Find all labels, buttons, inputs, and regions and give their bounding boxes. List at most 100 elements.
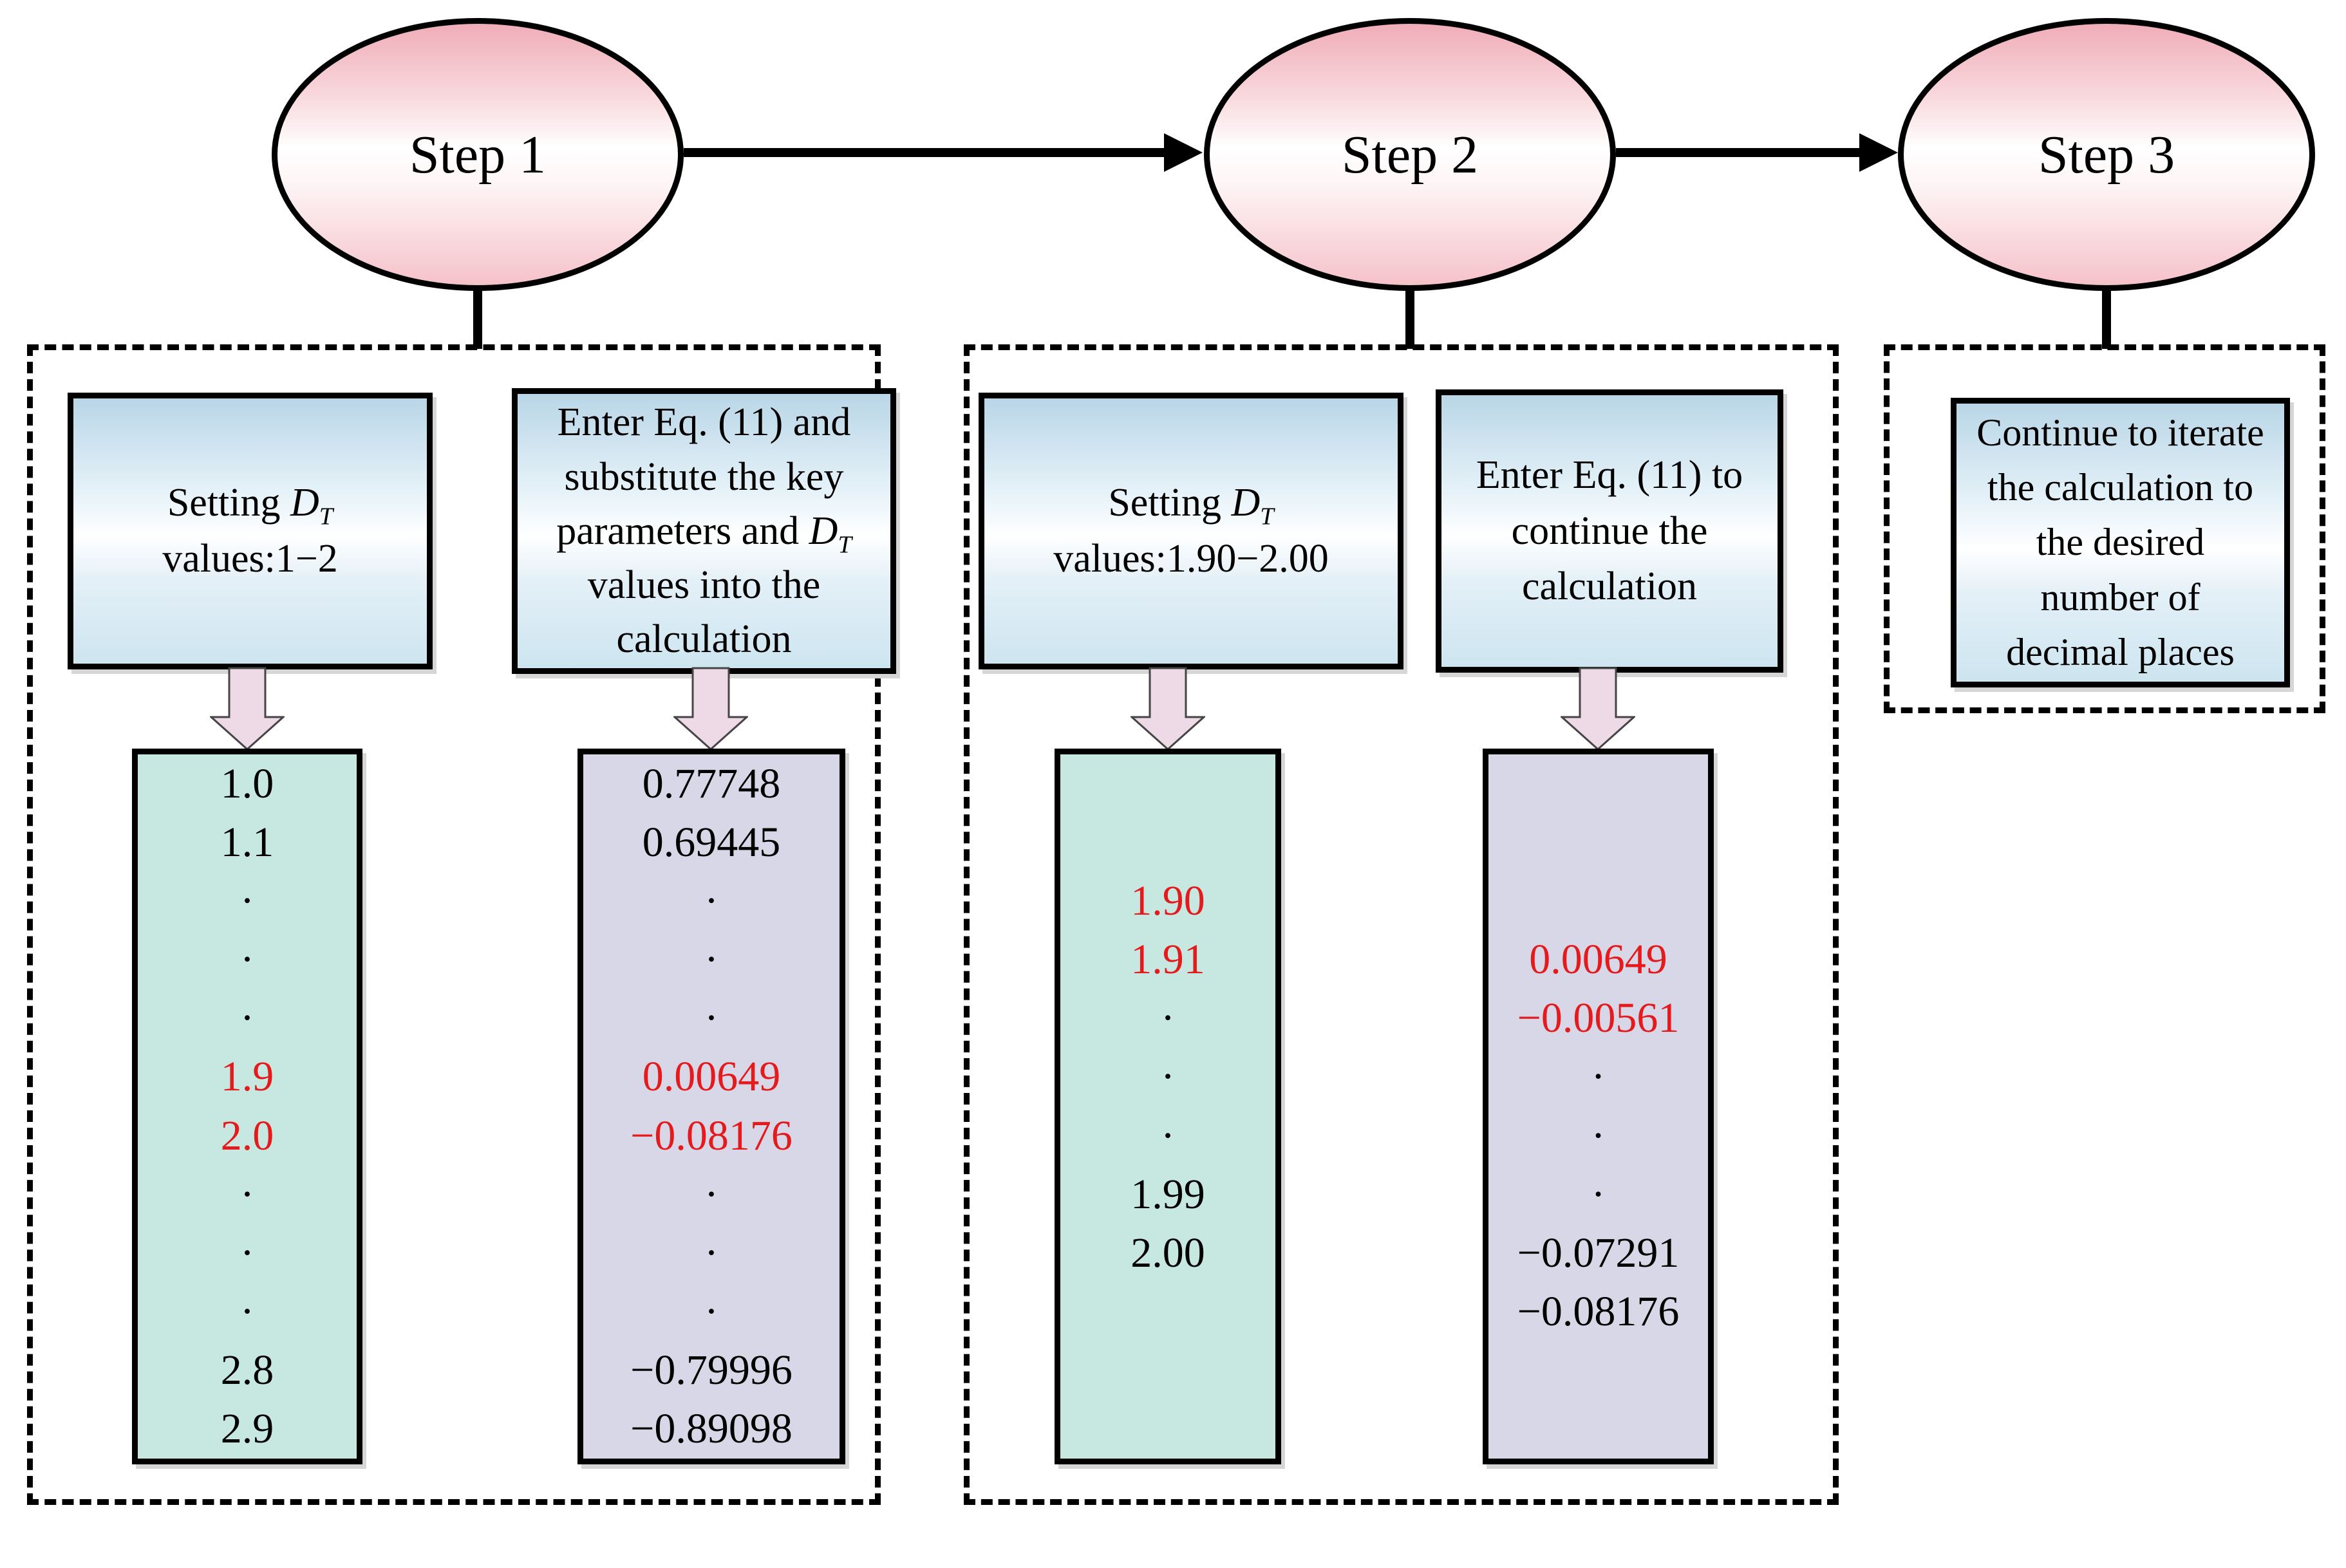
list-row [1060, 1283, 1275, 1341]
dt-variable: D [1231, 481, 1261, 525]
list-row: 0.69445 [642, 818, 781, 866]
dt-subscript: T [838, 531, 852, 559]
list-row: 1.9 [220, 1053, 274, 1101]
list-row: 2.8 [220, 1347, 274, 1394]
text-line: values into the [587, 563, 821, 608]
list-row: · [1161, 1053, 1175, 1101]
text-line: substitute the key [564, 454, 844, 499]
step2-calculation-results-list: 0.00649 −0.00561 · · · −0.07291 −0.08176 [1483, 749, 1714, 1464]
list-row: −0.08176 [1517, 1288, 1680, 1336]
list-row: 2.0 [220, 1112, 274, 1159]
text-segment: Setting [1108, 481, 1232, 525]
list-row: 0.77748 [642, 760, 781, 807]
step1-calculation-results-list: 0.77748 0.69445 · · · 0.00649 −0.08176 ·… [577, 749, 845, 1464]
list-row: 1.90 [1131, 877, 1205, 924]
list-row: −0.08176 [630, 1112, 793, 1159]
list-row [1060, 1341, 1275, 1400]
step3-connector-line [2102, 288, 2111, 349]
step2-dt-values-list: 1.90 1.91 · · · 1.99 2.00 [1055, 749, 1281, 1464]
text-line: continue the [1511, 509, 1708, 553]
text-segment: parameters and [556, 509, 809, 553]
text-line: values:1.90−2.00 [1053, 537, 1329, 581]
list-row: 1.91 [1131, 936, 1205, 984]
list-row [1060, 754, 1275, 813]
text-line: Setting DT [1108, 475, 1273, 531]
list-row: · [704, 877, 718, 924]
step1-dashed-container [27, 344, 881, 1505]
text-line: decimal places [2006, 630, 2235, 673]
list-row: · [240, 1288, 254, 1336]
text-line: calculation [616, 617, 792, 662]
down-arrow-icon [1131, 667, 1205, 751]
arrow-step1-to-step2-line [684, 148, 1165, 157]
list-row: · [704, 1170, 718, 1218]
step2-enter-equation-box: Enter Eq. (11) to continue the calculati… [1436, 389, 1783, 673]
step2-label: Step 2 [1341, 124, 1479, 185]
text-line: the desired [2036, 521, 2205, 564]
list-row: −0.07291 [1517, 1229, 1680, 1276]
step3-label: Step 3 [2038, 124, 2175, 185]
step1-label: Step 1 [409, 124, 547, 185]
list-row [1488, 813, 1708, 872]
list-row: · [704, 994, 718, 1042]
arrow-step1-to-step2-head-icon [1164, 133, 1203, 172]
list-row: · [704, 936, 718, 984]
text-line: calculation [1522, 565, 1697, 609]
list-row: 1.1 [220, 818, 274, 866]
text-line: number of [2040, 575, 2201, 619]
step1-setting-box: Setting DT values:1−2 [68, 393, 433, 669]
list-row: −0.89098 [630, 1405, 793, 1453]
list-row: · [1161, 1112, 1175, 1159]
dt-variable: D [809, 509, 838, 553]
list-row: 1.0 [220, 760, 274, 807]
list-row [1488, 1341, 1708, 1400]
list-row: · [240, 994, 254, 1042]
dt-subscript: T [1260, 503, 1274, 530]
dt-subscript: T [319, 503, 333, 530]
list-row [1488, 1400, 1708, 1459]
list-row: −0.00561 [1517, 994, 1680, 1042]
step1-connector-line [473, 288, 482, 349]
text-line: Enter Eq. (11) to [1476, 453, 1743, 497]
text-segment: Setting [167, 481, 291, 525]
list-row: 2.00 [1131, 1229, 1205, 1276]
list-row [1060, 813, 1275, 872]
list-row: 2.9 [220, 1405, 274, 1453]
list-row: · [704, 1229, 718, 1276]
list-row [1488, 872, 1708, 930]
text-line: the calculation to [1987, 466, 2254, 509]
step2-setting-box: Setting DT values:1.90−2.00 [979, 393, 1403, 669]
list-row: 0.00649 [1529, 936, 1667, 984]
text-line: Enter Eq. (11) and [557, 400, 851, 445]
dt-variable: D [290, 481, 319, 525]
list-row: · [240, 1229, 254, 1276]
list-row: · [1591, 1170, 1606, 1218]
step1-enter-equation-box: Enter Eq. (11) and substitute the key pa… [512, 388, 896, 674]
list-row: · [240, 1170, 254, 1218]
step1-dt-values-list: 1.0 1.1 · · · 1.9 2.0 · · · 2.8 2.9 [132, 749, 362, 1464]
down-arrow-icon [1561, 667, 1635, 751]
list-row: −0.79996 [630, 1347, 793, 1394]
step3-ellipse: Step 3 [1898, 18, 2315, 291]
step2-ellipse: Step 2 [1204, 18, 1616, 291]
arrow-step2-to-step3-head-icon [1859, 133, 1898, 172]
list-row: 1.99 [1131, 1170, 1205, 1218]
down-arrow-icon [210, 667, 285, 751]
list-row: · [240, 877, 254, 924]
down-arrow-icon [673, 667, 748, 751]
list-row [1488, 754, 1708, 813]
list-row: 0.00649 [642, 1053, 781, 1101]
step2-dashed-container [964, 344, 1839, 1505]
step2-connector-line [1405, 288, 1414, 349]
text-line: parameters and DT [556, 504, 852, 558]
text-line: Continue to iterate [1976, 411, 2264, 454]
list-row: · [1161, 994, 1175, 1042]
step3-continue-box: Continue to iterate the calculation to t… [1951, 398, 2290, 687]
list-row [1060, 1400, 1275, 1459]
arrow-step2-to-step3-line [1616, 148, 1861, 157]
list-row: · [704, 1288, 718, 1336]
text-line: Setting DT [167, 475, 333, 531]
text-line: values:1−2 [162, 537, 338, 581]
list-row: · [1591, 1053, 1606, 1101]
